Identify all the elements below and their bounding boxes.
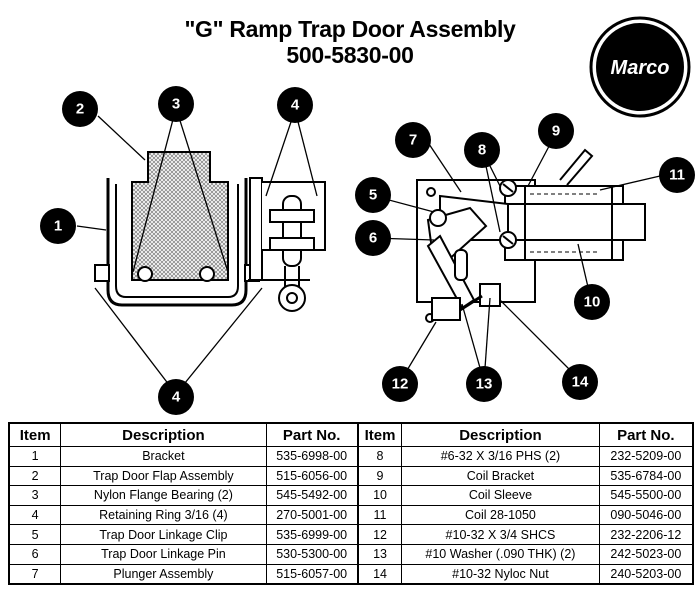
assembly-part-number: 500-5830-00 [286,42,414,68]
svg-text:5: 5 [369,187,377,204]
part-no-cell: 240-5203-00 [598,563,694,585]
description-cell: Retaining Ring 3/16 (4) [60,504,267,526]
page-title: "G" Ramp Trap Door Assembly [184,16,516,42]
table-row: 2 Trap Door Flap Assembly 515-6056-00 9 … [8,465,694,487]
table-row: 4 Retaining Ring 3/16 (4) 270-5001-00 11… [8,504,694,526]
item-cell: 6 [8,543,62,565]
item-cell: 12 [356,524,403,545]
part-no-cell: 090-5046-00 [598,504,694,526]
item-cell: 13 [356,543,403,565]
callout-4-bottom: 4 [158,379,194,415]
description-cell: Coil Bracket [401,465,600,487]
header-description: Description [401,422,600,447]
svg-text:8: 8 [478,142,486,159]
item-cell: 2 [8,465,62,487]
callout-9: 9 [538,113,574,149]
svg-text:4: 4 [291,97,300,114]
table-header-row: Item Description Part No. Item Descripti… [8,422,694,447]
callout-8: 8 [464,132,500,168]
svg-text:6: 6 [369,230,377,247]
svg-text:14: 14 [572,374,589,391]
svg-text:10: 10 [584,294,601,311]
item-cell: 8 [356,446,403,467]
callout-7: 7 [395,122,431,158]
part-no-cell: 535-6998-00 [265,446,359,467]
description-cell: Bracket [60,446,267,467]
description-cell: Coil 28-1050 [401,504,600,526]
description-cell: Coil Sleeve [401,485,600,506]
table-row: 7 Plunger Assembly 515-6057-00 14 #10-32… [8,563,694,585]
svg-text:13: 13 [476,376,493,393]
part-no-cell: 535-6999-00 [265,524,359,545]
header-part-no: Part No. [598,422,694,447]
header-part-no: Part No. [265,422,359,447]
description-cell: #10 Washer (.090 THK) (2) [401,543,600,565]
svg-text:1: 1 [54,218,62,235]
item-cell: 10 [356,485,403,506]
description-cell: #10-32 Nyloc Nut [401,563,600,585]
svg-text:11: 11 [669,167,685,184]
left-leader-lines [76,107,318,395]
right-assembly-view [416,148,646,323]
parts-table: Item Description Part No. Item Descripti… [8,422,694,586]
callout-13: 13 [466,366,502,402]
part-no-cell: 545-5500-00 [598,485,694,506]
coil-sleeve [504,203,646,241]
svg-text:4: 4 [172,389,181,406]
svg-text:7: 7 [409,132,417,149]
trap-door-flap [131,151,229,281]
marco-logo: Marco [589,16,691,118]
part-no-cell: 545-5492-00 [265,485,359,506]
item-cell: 11 [356,504,403,526]
callout-5: 5 [355,177,391,213]
callout-10: 10 [574,284,610,320]
item-cell: 7 [8,563,62,585]
callout-1: 1 [40,208,76,244]
table-row: 1 Bracket 535-6998-00 8 #6-32 X 3/16 PHS… [8,446,694,467]
logo-text: Marco [611,57,670,79]
table-row: 3 Nylon Flange Bearing (2) 545-5492-00 1… [8,485,694,506]
bracket [106,178,248,307]
description-cell: #10-32 X 3/4 SHCS [401,524,600,545]
table-row: 6 Trap Door Linkage Pin 530-5300-00 13 #… [8,543,694,565]
callout-3: 3 [158,86,194,122]
description-cell: Plunger Assembly [60,563,267,585]
item-cell: 3 [8,485,62,506]
item-cell: 14 [356,563,403,585]
description-cell: Trap Door Linkage Clip [60,524,267,545]
item-cell: 5 [8,524,62,545]
item-cell: 9 [356,465,403,487]
description-cell: Trap Door Flap Assembly [60,465,267,487]
part-no-cell: 530-5300-00 [265,543,359,565]
table-row: 5 Trap Door Linkage Clip 535-6999-00 12 … [8,524,694,545]
header-item: Item [8,422,62,447]
description-cell: Nylon Flange Bearing (2) [60,485,267,506]
svg-text:12: 12 [392,376,409,393]
part-no-cell: 535-6784-00 [598,465,694,487]
item-cell: 4 [8,504,62,526]
part-no-cell: 515-6056-00 [265,465,359,487]
header-description: Description [60,422,267,447]
part-no-cell: 232-5209-00 [598,446,694,467]
svg-text:3: 3 [172,96,180,113]
callout-6: 6 [355,220,391,256]
callout-11: 11 [659,157,695,193]
callout-4-top: 4 [277,87,313,123]
part-no-cell: 270-5001-00 [265,504,359,526]
svg-text:2: 2 [76,101,84,118]
item-cell: 1 [8,446,62,467]
callout-12: 12 [382,366,418,402]
header-item: Item [356,422,403,447]
part-no-cell: 515-6057-00 [265,563,359,585]
left-assembly-view [94,151,326,312]
callout-14: 14 [562,364,598,400]
part-no-cell: 232-2206-12 [598,524,694,545]
assembly-diagram: Marco [40,16,695,415]
description-cell: #6-32 X 3/16 PHS (2) [401,446,600,467]
part-no-cell: 242-5023-00 [598,543,694,565]
description-cell: Trap Door Linkage Pin [60,543,267,565]
callout-2: 2 [62,91,98,127]
svg-text:9: 9 [552,123,560,140]
